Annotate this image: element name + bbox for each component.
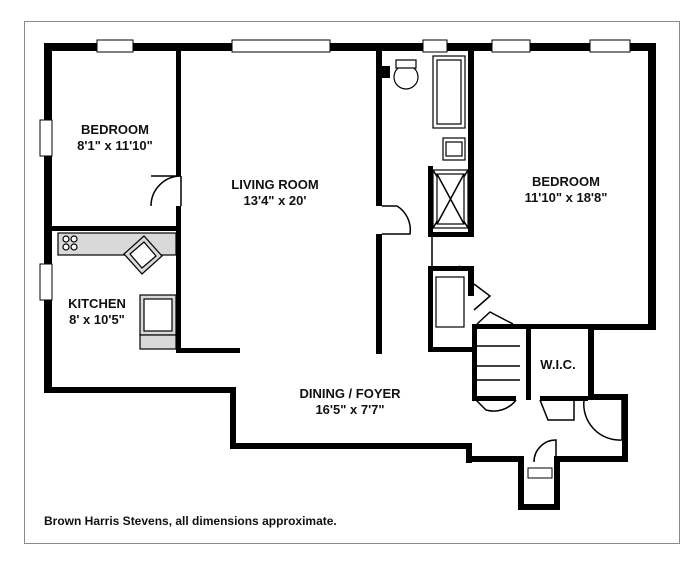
doors — [150, 175, 623, 463]
kitchen-name: KITCHEN — [68, 296, 126, 311]
living-dims: 13'4" x 20' — [244, 193, 307, 208]
kitchen-fixtures — [57, 232, 177, 350]
footer-note: Brown Harris Stevens, all dimensions app… — [44, 514, 337, 528]
dining-dims: 16'5" x 7'7" — [315, 402, 384, 417]
closet-fixtures — [435, 276, 520, 381]
bedroom2-name: BEDROOM — [532, 174, 600, 189]
kitchen-dims: 8' x 10'5" — [69, 312, 125, 327]
interior-walls — [52, 51, 648, 401]
wic-name: W.I.C. — [540, 357, 575, 372]
living-name: LIVING ROOM — [231, 177, 318, 192]
windows — [39, 39, 631, 479]
room-labels: BEDROOM 8'1" x 11'10" LIVING ROOM 13'4" … — [68, 122, 607, 417]
exterior-walls — [44, 43, 656, 510]
bedroom1-dims: 8'1" x 11'10" — [77, 138, 153, 153]
dining-name: DINING / FOYER — [299, 386, 401, 401]
bedroom2-dims: 11'10" x 18'8" — [525, 190, 608, 205]
bedroom1-name: BEDROOM — [81, 122, 149, 137]
bathroom-fixtures — [393, 55, 469, 229]
plan-frame — [24, 21, 680, 544]
